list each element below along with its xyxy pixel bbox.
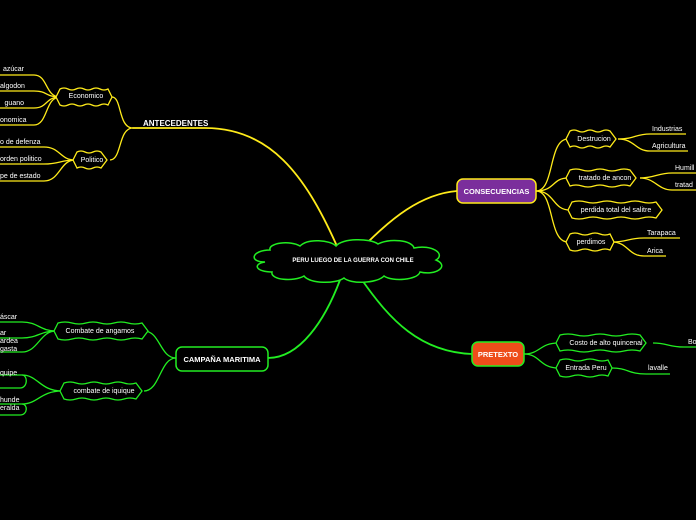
destrucion-label[interactable]: Destrucion [577, 136, 611, 143]
costo-label[interactable]: Costo de alto quincenal [569, 340, 643, 347]
branch-antecedentes [132, 127, 337, 245]
economico-item-3[interactable]: guano [4, 100, 24, 107]
tratado-item-1[interactable]: Humill [675, 165, 695, 172]
pretexto-title[interactable]: PRETEXTO [477, 349, 519, 359]
politico-item-1[interactable]: o de defenza [0, 139, 41, 146]
tratado-item-2[interactable]: tratad [675, 182, 693, 189]
politico-label[interactable]: Politico [80, 157, 104, 164]
perdimos-item-2[interactable]: Arica [647, 248, 663, 255]
angamos-item-1[interactable]: áscar [0, 314, 18, 321]
economico-label[interactable]: Economico [68, 93, 104, 100]
politico-box [72, 150, 108, 170]
salitre-box [567, 200, 663, 220]
iquique-label[interactable]: combate de iquique [73, 388, 135, 395]
economico-item-1[interactable]: azúcar [2, 66, 24, 73]
angamos-item-3[interactable]: ardea [0, 338, 18, 345]
entrada-box [555, 358, 613, 378]
tratado-box [565, 168, 637, 188]
politico-item-2[interactable]: orden politico [0, 156, 42, 163]
destrucion-item-1[interactable]: Industrias [652, 126, 683, 133]
economico-item-2[interactable]: algodon [0, 83, 25, 90]
consecuencias-title[interactable]: CONSECUENCIAS [463, 186, 530, 196]
iquique-item-1[interactable]: quipe [0, 370, 18, 377]
branch-pretexto [361, 279, 473, 355]
angamos-item-4[interactable]: gasta [0, 346, 18, 353]
branch-campana [267, 279, 341, 359]
central-cloud-shape [253, 239, 443, 283]
entrada-label[interactable]: Entrada Peru [565, 365, 607, 372]
entrada-item-1[interactable]: lavalle [648, 365, 668, 372]
pretexto-box [471, 341, 525, 367]
destrucion-item-2[interactable]: Agricultura [652, 143, 686, 150]
tratado-label[interactable]: tratado de ancon [578, 175, 632, 182]
economico-item-4[interactable]: onomica [0, 117, 27, 124]
iquique-item-2[interactable]: hunde [0, 397, 20, 404]
campana-title[interactable]: CAMPAÑA MARITIMA [183, 354, 261, 364]
iquique-box [59, 381, 143, 401]
angamos-label[interactable]: Combate de angamos [65, 328, 135, 335]
campana-box [175, 346, 269, 372]
consecuencias-box [456, 178, 537, 204]
destrucion-box [565, 129, 617, 149]
angamos-box [53, 321, 149, 341]
branch-consecuencias [365, 190, 458, 245]
economico-box [55, 87, 113, 107]
iquique-item-3[interactable]: eralda [0, 405, 20, 412]
angamos-item-2[interactable]: ar [0, 330, 7, 337]
perdimos-item-1[interactable]: Tarapaca [647, 230, 676, 237]
politico-item-3[interactable]: pe de estado [0, 173, 41, 180]
costo-box [555, 333, 647, 353]
perdimos-label[interactable]: perdimos [576, 239, 606, 246]
costo-item-1[interactable]: Bo [688, 339, 696, 346]
salitre-label[interactable]: perdida total del salitre [580, 207, 652, 214]
perdimos-box [565, 232, 615, 252]
antecedentes-title[interactable]: ANTECEDENTES [143, 119, 209, 128]
central-topic[interactable]: PERU LUEGO DE LA GUERRA CON CHILE [292, 258, 414, 264]
